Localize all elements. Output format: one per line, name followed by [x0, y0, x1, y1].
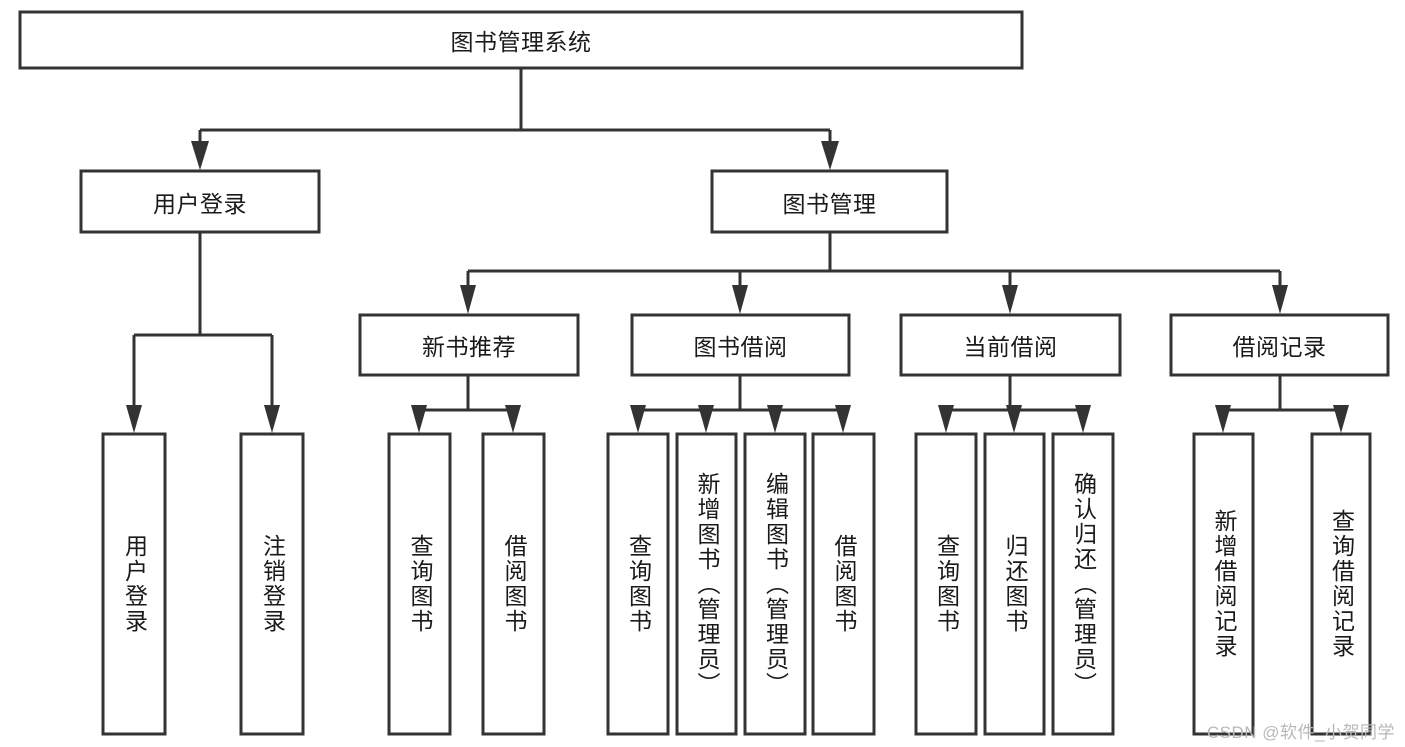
arrow-head-icon [1002, 285, 1018, 314]
node-box-leaf-borrow-book-rec[interactable] [481, 432, 546, 736]
connector-root-to-level2 [191, 68, 839, 170]
arrow-head-icon [1215, 405, 1231, 433]
connector-bookmanage-to-level3 [460, 232, 1288, 314]
connector-newbookrec-to-leaves [411, 375, 521, 433]
node-box-leaf-query-book-borrow[interactable] [606, 432, 670, 736]
arrow-head-icon [1272, 285, 1288, 314]
arrow-head-icon [126, 405, 142, 433]
node-box-leaf-add-record[interactable] [1192, 432, 1255, 736]
node-box-leaf-query-record[interactable] [1310, 432, 1372, 736]
node-box-leaf-return-book[interactable] [983, 432, 1046, 736]
connector-borrowrecord-to-leaves [1215, 375, 1349, 433]
node-box-new-book-rec[interactable] [358, 313, 580, 377]
node-box-book-borrow[interactable] [630, 313, 851, 377]
connector-userlogin-to-leaves [126, 232, 280, 433]
connector-currentborrow-to-leaves [938, 375, 1091, 433]
node-box-user-login[interactable] [79, 169, 321, 234]
node-box-leaf-logout[interactable] [239, 432, 305, 736]
arrow-head-icon [732, 285, 748, 314]
arrow-head-icon [630, 405, 646, 433]
node-box-leaf-confirm-return[interactable] [1051, 432, 1115, 736]
arrow-head-icon [1006, 405, 1022, 433]
node-box-leaf-user-login[interactable] [101, 432, 167, 736]
node-box-leaf-borrow-book[interactable] [811, 432, 876, 736]
arrow-head-icon [1075, 405, 1091, 433]
node-box-leaf-query-book-cur[interactable] [914, 432, 978, 736]
arrow-head-icon [821, 141, 839, 170]
connector-bookborrow-to-leaves [630, 375, 851, 433]
node-box-leaf-add-book[interactable] [675, 432, 738, 736]
arrow-head-icon [191, 141, 209, 170]
arrow-head-icon [460, 285, 476, 314]
node-box-leaf-query-book-rec[interactable] [387, 432, 452, 736]
arrow-head-icon [698, 405, 714, 433]
arrow-head-icon [767, 405, 783, 433]
node-box-leaf-edit-book[interactable] [743, 432, 807, 736]
arrow-head-icon [505, 405, 521, 433]
arrow-head-icon [835, 405, 851, 433]
node-box-root[interactable] [18, 10, 1024, 70]
node-box-current-borrow[interactable] [899, 313, 1122, 377]
node-box-book-manage[interactable] [710, 169, 949, 234]
arrow-head-icon [264, 405, 280, 433]
node-box-borrow-record[interactable] [1169, 313, 1390, 377]
arrow-head-icon [411, 405, 427, 433]
arrow-head-icon [938, 405, 954, 433]
arrow-head-icon [1333, 405, 1349, 433]
